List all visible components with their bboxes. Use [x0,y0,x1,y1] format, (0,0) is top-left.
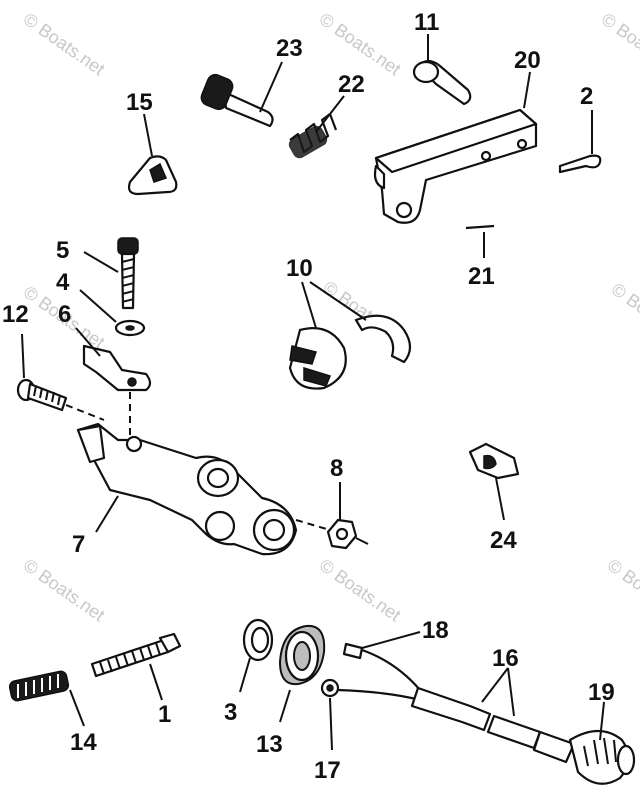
callout-21: 21 [468,263,495,290]
part-3-nut[interactable] [239,618,274,693]
part-7-bracket[interactable] [76,392,298,556]
part-10-retainers[interactable] [288,281,412,390]
part-5-screw[interactable] [83,237,139,310]
part-6-plate[interactable] [75,327,152,392]
callout-10: 10 [286,255,313,282]
callout-6: 6 [58,301,71,328]
callout-11: 11 [414,9,439,36]
callout-19: 19 [588,679,615,706]
callout-13: 13 [256,731,283,758]
part-2-cotter-pin[interactable] [558,110,602,174]
callout-4: 4 [56,269,70,296]
part-23-pin[interactable] [199,61,283,128]
callout-18: 18 [422,617,449,644]
callout-12: 12 [2,301,29,328]
part-20-bracket[interactable] [373,71,538,224]
watermark: © Boats.net [604,555,640,625]
part-22-spring[interactable] [287,95,345,160]
callout-7: 7 [72,531,85,558]
callout-17: 17 [314,757,341,784]
callout-24: 24 [490,527,517,554]
callout-1: 1 [158,701,171,728]
part-11-pin[interactable] [412,34,472,106]
callout-14: 14 [70,729,97,756]
callout-2: 2 [580,83,593,110]
callout-22: 22 [338,71,365,98]
callouts: 1 2 3 4 5 6 7 8 10 11 12 13 14 15 16 17 … [2,9,615,784]
callout-16: 16 [492,645,519,672]
callout-23: 23 [276,35,303,62]
callout-8: 8 [330,455,343,482]
part-15-chock[interactable] [127,113,178,196]
part-13-bushing[interactable] [278,624,326,723]
watermark: © Boats.net [20,555,109,625]
callout-20: 20 [514,47,541,74]
part-8-nut[interactable] [295,482,369,550]
part-12-bolt[interactable] [16,333,105,421]
watermark: © Boats.net [598,9,640,79]
part-4-washer[interactable] [79,289,146,337]
callout-5: 5 [56,237,69,264]
wiring-harness[interactable] [320,631,636,785]
watermark: © Boats.net [316,555,405,625]
part-24-clip[interactable] [468,442,520,521]
part-14-spring[interactable] [8,670,85,727]
watermark: © Boats.net [316,9,405,79]
part-1-bolt[interactable] [90,632,182,701]
watermark: © Boats.net [608,279,640,349]
callout-15: 15 [126,89,153,116]
part-21-pin[interactable] [465,224,495,258]
callout-3: 3 [224,699,237,726]
watermark: © Boats.net [20,9,109,79]
